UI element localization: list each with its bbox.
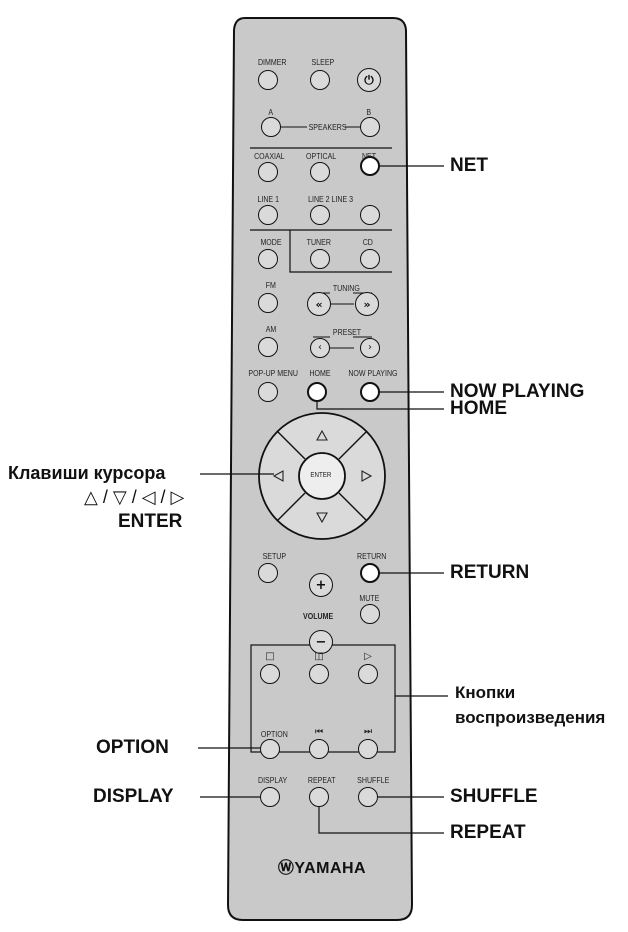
popup-menu-button[interactable]	[258, 382, 278, 402]
dimmer-label: DIMMER	[257, 58, 287, 67]
play-icon: ▷	[364, 651, 372, 662]
am-button[interactable]	[258, 337, 278, 357]
display-button[interactable]	[260, 787, 280, 807]
chevron-left-icon: ‹	[318, 342, 322, 353]
callout-home: HOME	[450, 398, 507, 419]
home-label: HOME	[309, 369, 331, 378]
callout-return: RETURN	[450, 562, 530, 583]
pause-icon: ◫	[314, 651, 324, 662]
option-label: OPTION	[260, 730, 288, 739]
rewind-icon: «	[315, 297, 323, 311]
tuning-up-button[interactable]: »	[355, 292, 379, 316]
power-icon: ⏻	[364, 72, 374, 87]
callout-now-playing: NOW PLAYING	[450, 381, 585, 402]
skip-forward-icon: ⏭	[363, 727, 373, 737]
callout-net: NET	[450, 155, 488, 176]
speakers-label: SPEAKERS	[308, 123, 347, 132]
stop-icon: □	[265, 651, 275, 662]
return-label: RETURN	[357, 552, 387, 561]
callout-option: OPTION	[96, 737, 169, 758]
enter-label: ENTER	[310, 472, 332, 479]
callout-cursor-keys: Клавиши курсора	[8, 463, 166, 483]
skip-back-button[interactable]	[309, 739, 329, 759]
line1-label: LINE 1	[257, 195, 280, 204]
sleep-label: SLEEP	[311, 58, 335, 67]
preset-label: PRESET	[332, 328, 362, 337]
pause-button[interactable]	[309, 664, 329, 684]
option-button[interactable]	[260, 739, 280, 759]
mute-label: MUTE	[359, 594, 380, 603]
preset-up-button[interactable]	[360, 338, 380, 358]
setup-label: SETUP	[262, 552, 287, 561]
optical-label: OPTICAL	[306, 152, 337, 161]
preset-down-button[interactable]	[310, 338, 330, 358]
optical-button[interactable]	[310, 162, 330, 182]
callout-playback-line1: Кнопки	[455, 683, 516, 702]
coaxial-label: COAXIAL	[254, 152, 285, 161]
now-playing-label: NOW PLAYING	[348, 369, 398, 378]
net-button[interactable]	[360, 156, 380, 176]
line2-line3-label: LINE 2 LINE 3	[308, 195, 354, 204]
mode-button[interactable]	[258, 249, 278, 269]
speaker-b-button[interactable]	[360, 117, 380, 137]
speaker-b-label: B	[366, 108, 372, 117]
cursor-pad[interactable]	[258, 412, 386, 540]
display-label: DISPLAY	[257, 776, 288, 785]
setup-button[interactable]	[258, 563, 278, 583]
volume-up-button[interactable]: +	[309, 573, 333, 597]
line3-button[interactable]	[360, 205, 380, 225]
callout-playback-line2: воспроизведения	[455, 708, 606, 727]
home-button[interactable]	[307, 382, 327, 402]
callout-cursor-arrows: △ / ▽ / ◁ / ▷	[84, 487, 185, 507]
fm-label: FM	[265, 281, 276, 290]
volume-down-button[interactable]: −	[309, 630, 333, 654]
line1-button[interactable]	[258, 205, 278, 225]
yamaha-logo: ⓌYAMAHA	[277, 860, 367, 877]
dimmer-button[interactable]	[258, 70, 278, 90]
play-button[interactable]	[358, 664, 378, 684]
mute-button[interactable]	[360, 604, 380, 624]
mode-label: MODE	[260, 238, 282, 247]
cd-button[interactable]	[360, 249, 380, 269]
repeat-button[interactable]	[309, 787, 329, 807]
power-button[interactable]: ⏻	[357, 68, 381, 92]
speaker-a-button[interactable]	[261, 117, 281, 137]
volume-label: VOLUME	[303, 612, 334, 621]
tuning-label: TUNING	[332, 284, 360, 293]
skip-forward-button[interactable]	[358, 739, 378, 759]
cd-label: CD	[362, 238, 373, 247]
chevron-right-icon: ›	[368, 342, 372, 353]
sleep-button[interactable]	[310, 70, 330, 90]
tuner-label: TUNER	[306, 238, 331, 247]
callout-enter: ENTER	[118, 511, 183, 532]
callout-display: DISPLAY	[93, 786, 174, 807]
am-label: AM	[265, 325, 277, 334]
minus-icon: −	[315, 634, 327, 650]
skip-back-icon: ⏮	[314, 727, 324, 737]
tuning-down-button[interactable]: «	[307, 292, 331, 316]
return-button[interactable]	[360, 563, 380, 583]
shuffle-label: SHUFFLE	[357, 776, 390, 785]
repeat-label: REPEAT	[307, 776, 336, 785]
tuner-button[interactable]	[310, 249, 330, 269]
shuffle-button[interactable]	[358, 787, 378, 807]
speaker-a-label: A	[268, 108, 274, 117]
coaxial-button[interactable]	[258, 162, 278, 182]
callout-repeat: REPEAT	[450, 822, 526, 843]
popup-menu-label: POP-UP MENU	[248, 369, 298, 378]
fast-forward-icon: »	[363, 297, 371, 311]
fm-button[interactable]	[258, 293, 278, 313]
plus-icon: +	[315, 577, 327, 593]
stop-button[interactable]	[260, 664, 280, 684]
line2-button[interactable]	[310, 205, 330, 225]
callout-shuffle: SHUFFLE	[450, 786, 538, 807]
now-playing-button[interactable]	[360, 382, 380, 402]
